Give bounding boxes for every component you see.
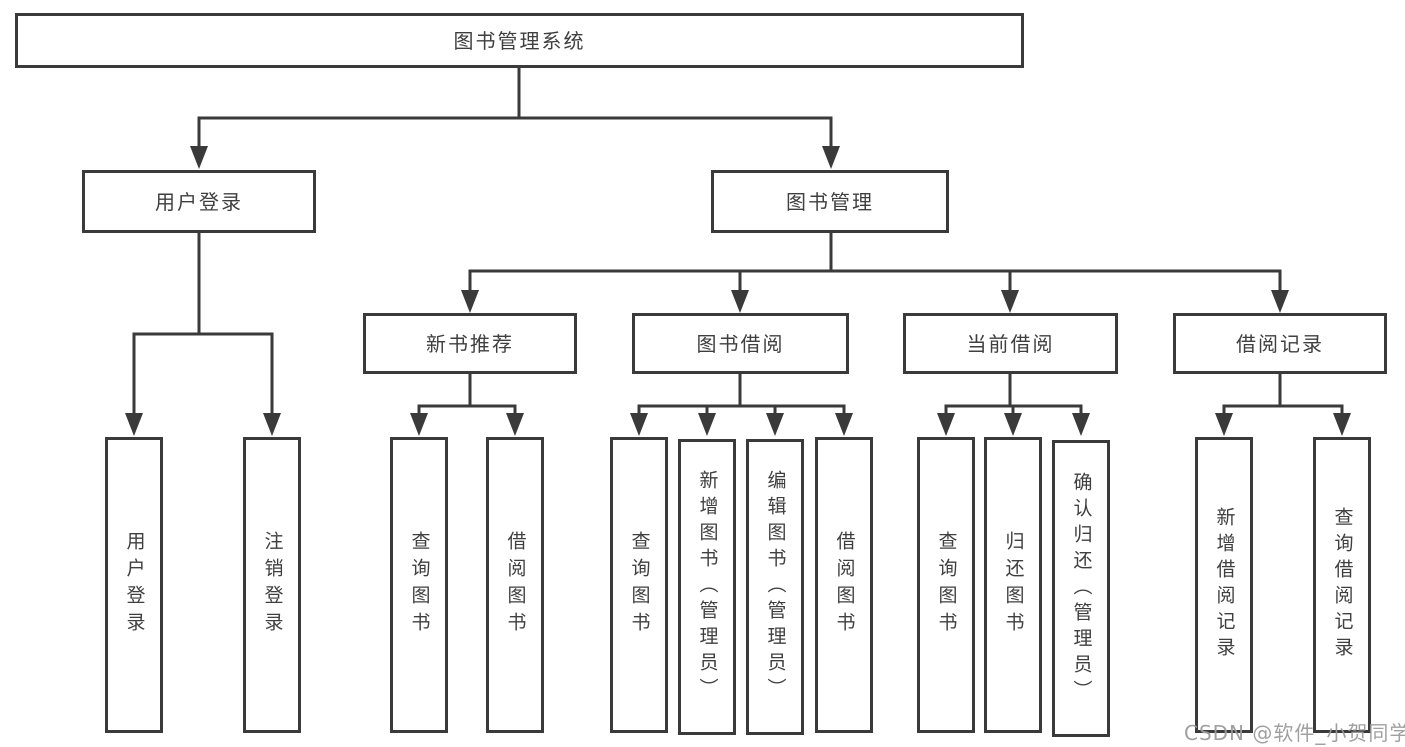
leaf-add-books-admin: 新增图书（管理员） (678, 439, 736, 735)
connector-current-borrow-to-leaves (937, 374, 1090, 436)
leaf-borrow-books-recommend: 借阅图书 (486, 437, 544, 733)
connector-root-to-level2 (190, 68, 840, 169)
node-user-login: 用户登录 (82, 170, 316, 233)
connector-book-borrow-to-leaves (630, 374, 853, 436)
node-book-management: 图书管理 (711, 170, 949, 233)
leaf-add-borrow-record: 新增借阅记录 (1195, 437, 1253, 733)
node-root-library-system: 图书管理系统 (15, 13, 1024, 68)
node-current-borrowing: 当前借阅 (903, 313, 1118, 374)
node-book-borrowing: 图书借阅 (632, 313, 849, 374)
leaf-confirm-return-admin: 确认归还（管理员） (1052, 440, 1110, 737)
leaf-edit-books-admin: 编辑图书（管理员） (746, 439, 804, 735)
connector-book-mgmt-to-level3 (461, 233, 1289, 313)
connector-user-login-to-leaves (125, 233, 281, 436)
leaf-query-books-recommend: 查询图书 (390, 437, 448, 733)
leaf-query-books-current: 查询图书 (917, 437, 975, 733)
node-borrowing-records: 借阅记录 (1173, 313, 1387, 374)
leaf-query-books-borrowing: 查询图书 (610, 437, 668, 733)
node-new-book-recommend: 新书推荐 (363, 313, 577, 374)
leaf-user-login: 用户登录 (105, 437, 163, 733)
connector-new-book-rec-to-leaves (410, 374, 524, 436)
leaf-query-borrow-record: 查询借阅记录 (1313, 437, 1371, 733)
connector-borrow-record-to-leaves (1215, 374, 1351, 436)
csdn-watermark: CSDN @软件_小贺同学 (1184, 721, 1405, 745)
leaf-borrow-books-borrowing: 借阅图书 (815, 437, 873, 733)
leaf-return-books: 归还图书 (984, 437, 1042, 733)
leaf-logout: 注销登录 (243, 437, 301, 733)
